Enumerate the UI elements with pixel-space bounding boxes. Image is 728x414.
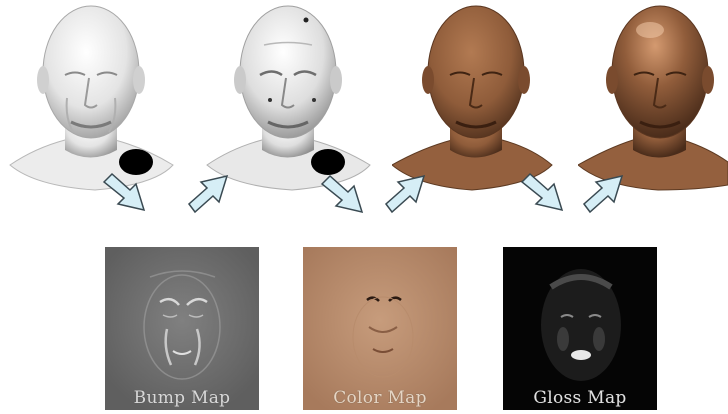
bump-map-image — [105, 247, 259, 410]
gloss-map-panel: Gloss Map — [503, 247, 657, 410]
head-color-applied — [392, 0, 562, 195]
gloss-map-label: Gloss Map — [503, 388, 657, 408]
arrow-down-right-3 — [518, 172, 568, 214]
bump-map-label: Bump Map — [105, 388, 259, 408]
black-marker — [311, 149, 345, 175]
head-bump-applied — [202, 0, 372, 195]
color-map-panel: Color Map — [303, 247, 457, 410]
bump-map-panel: Bump Map — [105, 247, 259, 410]
arrow-up-right-2 — [380, 170, 428, 214]
color-map-label: Color Map — [303, 388, 457, 408]
arrow-down-right-2 — [318, 174, 368, 216]
head-base-mesh — [5, 0, 175, 195]
arrow-up-right-3 — [578, 170, 626, 214]
head-gloss-applied — [578, 0, 728, 195]
color-map-image — [303, 247, 457, 410]
arrow-down-right-1 — [100, 172, 150, 214]
arrow-up-right-1 — [183, 170, 231, 214]
gloss-map-image — [503, 247, 657, 410]
